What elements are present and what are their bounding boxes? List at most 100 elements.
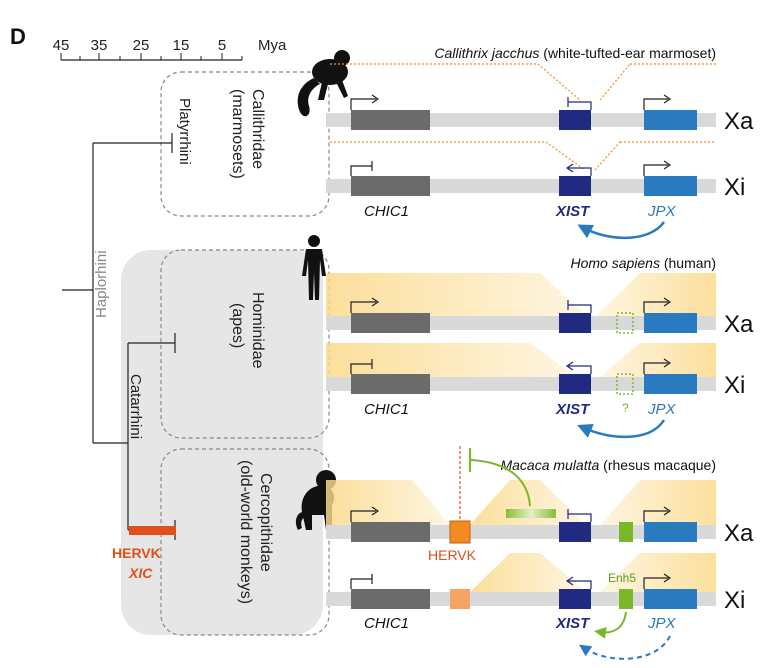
promoter-arrow-jpx-human-xa (643, 297, 672, 313)
promoter-arrow-xist-human-xi (565, 361, 592, 374)
chromosome-label-xi-marmoset: Xi (724, 174, 745, 201)
gene-xist-macaque-xa (559, 522, 591, 542)
hervk-event-label: HERVK (112, 545, 161, 561)
root-label: Haplorhini (93, 250, 110, 318)
gene-label-chic1-marmoset: CHIC1 (364, 203, 409, 220)
gene-chic1-macaque-xi (351, 589, 430, 609)
shade-human-xi-right (600, 343, 716, 377)
shade-macaque-xa-mid (470, 480, 586, 525)
promoter-arrow-jpx-marmoset-xi (643, 160, 672, 176)
species-common-marmoset: (white-tufted-ear marmoset) (539, 45, 716, 61)
promoter-block-xist-macaque-xa (567, 509, 592, 522)
shade-human-xa-left (326, 273, 586, 316)
gene-xist-macaque-xi (559, 589, 591, 609)
gene-jpx-human-xi (644, 374, 697, 394)
gene-chic1-human-xi (351, 374, 430, 394)
species-common-human: (human) (660, 255, 716, 271)
gene-xist-marmoset-xa (559, 110, 591, 130)
shade-human-xi-left (326, 343, 576, 377)
element-human-xa-dotted (616, 312, 634, 334)
catarrhini-label: Catarrhini (127, 374, 144, 439)
gene-chic1-marmoset-xi (351, 176, 430, 196)
element-enh5-macaque-xa (619, 522, 633, 542)
gene-jpx-human-xa (644, 313, 697, 333)
shade-macaque-xa-right (600, 480, 716, 525)
gene-chic1-marmoset-xa (351, 110, 430, 130)
gene-jpx-macaque-xi (644, 589, 697, 609)
gene-label-jpx-human: JPX (647, 401, 677, 418)
activation-arrow-jpx-xist-macaque-dashed (579, 635, 671, 660)
gene-label-jpx-marmoset: JPX (647, 203, 677, 220)
species-label-marmoset: Callithrix jacchus (white-tufted-ear mar… (434, 45, 716, 61)
clade-name-callithridae: Callithridae (249, 89, 266, 169)
gene-jpx-macaque-xa (644, 522, 697, 542)
gene-xist-human-xa (559, 313, 591, 333)
species-name-human: Homo sapiens (570, 255, 660, 271)
macaque-locus: Xa HERVK Enh5 Xi CHIC1 XIST JPX (326, 446, 754, 660)
tick-label-15: 15 (173, 37, 190, 54)
enh5-label: Enh5 (608, 571, 636, 585)
promoter-arrow-xist-macaque-xi (565, 576, 592, 589)
human-locus: Xa Xi CHIC1 XIST ? JPX (326, 273, 754, 438)
element-hervk-macaque-xa (449, 520, 471, 544)
clade-name-hominidae: Hominidae (249, 292, 266, 369)
marmoset-locus: Xa Xi CHIC1 XIST JPX (326, 63, 754, 239)
tick-label-25: 25 (133, 37, 150, 54)
hervk-label-macaque: HERVK (428, 547, 477, 563)
promoter-arrow-chic1-human-xa (350, 297, 380, 313)
promoter-arrow-jpx-macaque-xa (643, 506, 672, 522)
gene-label-jpx-macaque: JPX (647, 615, 677, 632)
gene-xist-human-xi (559, 374, 591, 394)
timescale: 45 35 25 15 5 Mya (53, 37, 287, 61)
gene-chic1-human-xa (351, 313, 430, 333)
promoter-arrow-xist-marmoset-xi (565, 163, 592, 176)
chromosome-label-xi-human: Xi (724, 372, 745, 399)
species-name-marmoset: Callithrix jacchus (434, 45, 539, 61)
promoter-arrow-jpx-human-xi (643, 358, 672, 374)
clade-box-cercopithidae (160, 448, 330, 636)
catarrhini-background (121, 250, 323, 635)
human-icon (302, 235, 326, 300)
gene-xist-marmoset-xi (559, 176, 591, 196)
chromosome-label-xa-human: Xa (724, 311, 754, 338)
platyrrhini-label: Platyrrhini (176, 98, 193, 165)
shade-macaque-xi-mid (470, 553, 586, 592)
chromosome-label-xa-marmoset: Xa (724, 108, 754, 135)
hervk-insertion-marker (129, 526, 176, 535)
activation-arrow-jpx-xist-human (577, 419, 666, 438)
promoter-arrow-jpx-marmoset-xa (643, 94, 672, 110)
repression-arc-hervk-enh5 (469, 459, 531, 507)
marmoset-icon (297, 50, 350, 117)
tick-label-45: 45 (53, 37, 70, 54)
tick-label-5: 5 (218, 37, 226, 54)
clade-box-callithridae (160, 71, 330, 217)
clade-subname-hominidae: (apes) (229, 303, 246, 348)
enh5-repressed-bar (506, 509, 556, 518)
promoter-arrow-jpx-macaque-xi (643, 573, 672, 589)
gene-label-chic1-macaque: CHIC1 (364, 615, 409, 632)
gene-label-xist-human: XIST (555, 401, 591, 418)
promoter-arrow-chic1-marmoset-xa (350, 98, 376, 110)
promoter-block-xist-marmoset-xa (567, 97, 592, 110)
promoter-arrow-chic1-macaque-xa (350, 506, 380, 522)
activation-arrow-jpx-xist-marmoset (577, 221, 666, 239)
tick-label-35: 35 (91, 37, 108, 54)
panel-label: D (10, 24, 26, 49)
species-label-human: Homo sapiens (human) (570, 255, 716, 271)
clade-subname-cercopithidae: (old-world monkeys) (237, 460, 254, 604)
promoter-block-chic1-human-xi (350, 359, 373, 374)
gene-chic1-macaque-xa (351, 522, 430, 542)
gene-label-xist-marmoset: XIST (555, 203, 591, 220)
element-enh5-macaque-xi (619, 589, 633, 609)
element-hervk-macaque-xi (450, 589, 470, 609)
shade-human-xa-right (596, 273, 716, 316)
promoter-block-chic1-marmoset-xi (350, 161, 373, 176)
element-human-xi-dotted (616, 373, 634, 395)
question-label-human: ? (622, 401, 629, 415)
promoter-block-chic1-macaque-xi (350, 574, 373, 589)
promoter-block-xist-human-xa (567, 300, 592, 313)
chromosome-label-xa-macaque: Xa (724, 520, 754, 547)
species-common-macaque: (rhesus macaque) (599, 457, 716, 473)
gene-label-xist-macaque: XIST (555, 615, 591, 632)
